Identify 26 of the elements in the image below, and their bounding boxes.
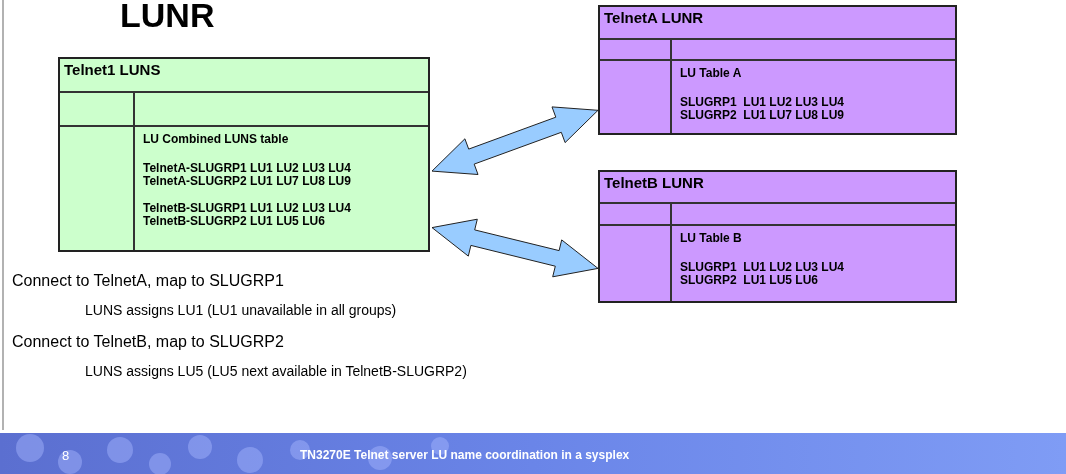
table-header: TelnetA LUNR xyxy=(600,7,955,40)
table-box xyxy=(58,57,430,252)
table-row-text: TelnetA-SLUGRP1 LU1 LU2 LU3 LU4 xyxy=(143,162,351,175)
table-box xyxy=(598,5,957,135)
table-row-text: SLUGRP1 LU1 LU2 LU3 LU4 xyxy=(680,96,845,109)
sub-bullet-text: LUNS assigns LU1 (LU1 unavailable in all groups) xyxy=(85,302,397,318)
table-caption: LU Table B xyxy=(680,232,742,245)
table-row-text: TelnetB-SLUGRP2 LU1 LU5 LU6 xyxy=(143,215,325,228)
slide-title: LUNR xyxy=(120,0,215,35)
double-block-arrow xyxy=(431,106,599,175)
bullet-text: Connect to TelnetB, map to SLUGRP2 xyxy=(12,333,284,351)
table-row-text: SLUGRP1 LU1 LU2 LU3 LU4 xyxy=(680,261,845,274)
bullet-text: Connect to TelnetA, map to SLUGRP1 xyxy=(12,272,284,290)
footer-title: TN3270E Telnet server LU name coordination in a sysplex xyxy=(300,448,630,462)
table-box xyxy=(598,170,957,303)
table-row-text: SLUGRP2 LU1 LU7 LU8 LU9 xyxy=(680,109,845,122)
table-header: Telnet1 LUNS xyxy=(60,59,428,93)
table-header: TelnetB LUNR xyxy=(600,172,955,204)
table-caption: LU Table A xyxy=(680,67,742,80)
table-row-text: TelnetA-SLUGRP2 LU1 LU7 LU8 LU9 xyxy=(143,175,351,188)
sub-bullet-text: LUNS assigns LU5 (LU5 next available in TelnetB-SLUGRP2) xyxy=(85,363,467,379)
table-caption: LU Combined LUNS table xyxy=(143,133,289,146)
page-number: 8 xyxy=(62,448,70,463)
table-row-text: SLUGRP2 LU1 LU5 LU6 xyxy=(680,274,819,287)
double-block-arrow xyxy=(431,218,599,278)
table-row-text: TelnetB-SLUGRP1 LU1 LU2 LU3 LU4 xyxy=(143,202,351,215)
